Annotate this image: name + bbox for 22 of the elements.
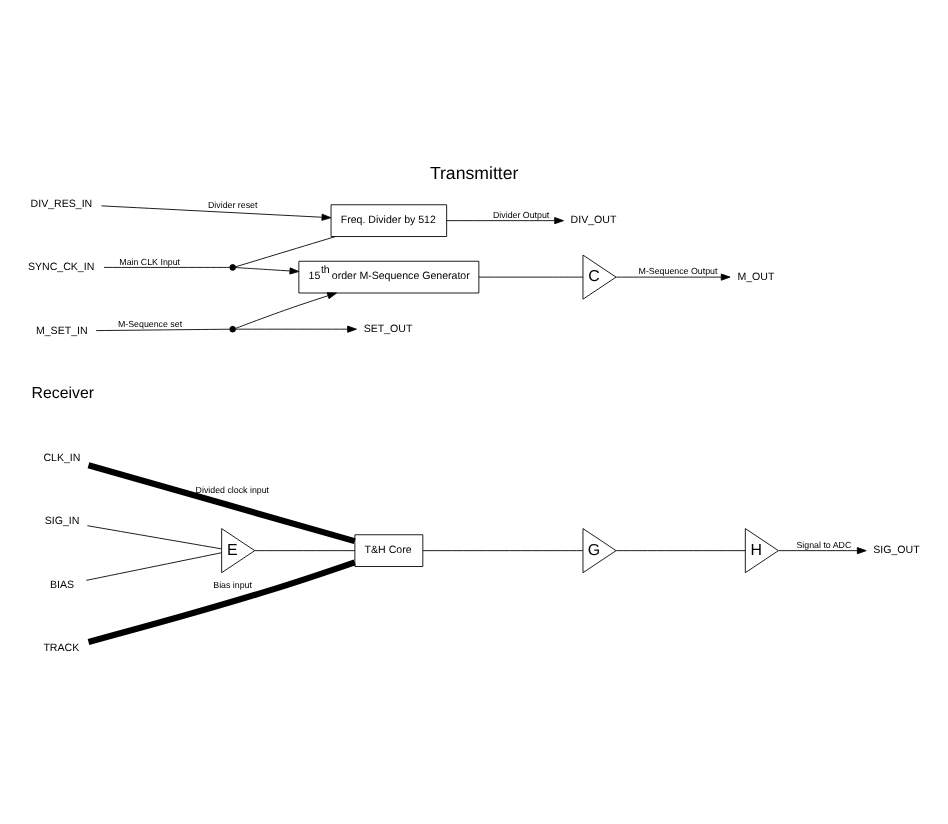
connector (478, 275, 584, 277)
connector (87, 461, 356, 544)
arrow (101, 204, 332, 220)
arrow (235, 324, 357, 332)
node-circle (229, 324, 236, 332)
connector (615, 549, 746, 551)
arrow (235, 291, 337, 328)
arrow (446, 216, 564, 224)
label: Receiver (31, 383, 95, 402)
arrow (778, 546, 867, 554)
connector (86, 524, 222, 549)
connector (95, 327, 231, 331)
arrow (615, 272, 731, 280)
diagram-title: Transmitter (429, 162, 519, 183)
connector (422, 549, 584, 551)
node-circle (229, 263, 236, 270)
connector (235, 235, 336, 267)
arrow (235, 266, 300, 274)
connector (87, 558, 356, 644)
connector (103, 265, 230, 267)
connector (254, 549, 356, 551)
connector (85, 551, 222, 580)
